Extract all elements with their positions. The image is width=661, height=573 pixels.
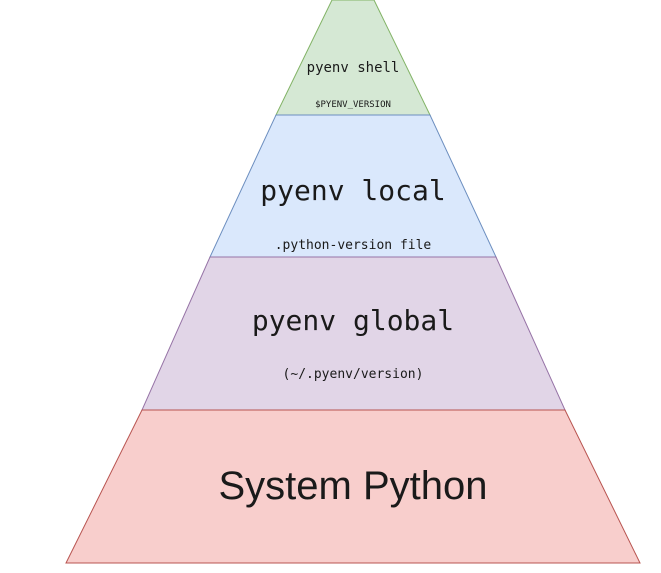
layer-shell (275, 0, 431, 116)
layer-system (65, 409, 641, 564)
layer-shell-title: pyenv shell (306, 60, 400, 76)
layer-local-title: pyenv local (260, 174, 446, 207)
layer-global-title: pyenv global (251, 304, 455, 337)
layer-system-title: System Python (218, 464, 488, 508)
layer-local-subtitle: .python-version file (274, 238, 432, 253)
layer-global-subtitle: (~/.pyenv/version) (282, 367, 424, 382)
layer-shell-subtitle: $PYENV_VERSION (315, 100, 391, 110)
